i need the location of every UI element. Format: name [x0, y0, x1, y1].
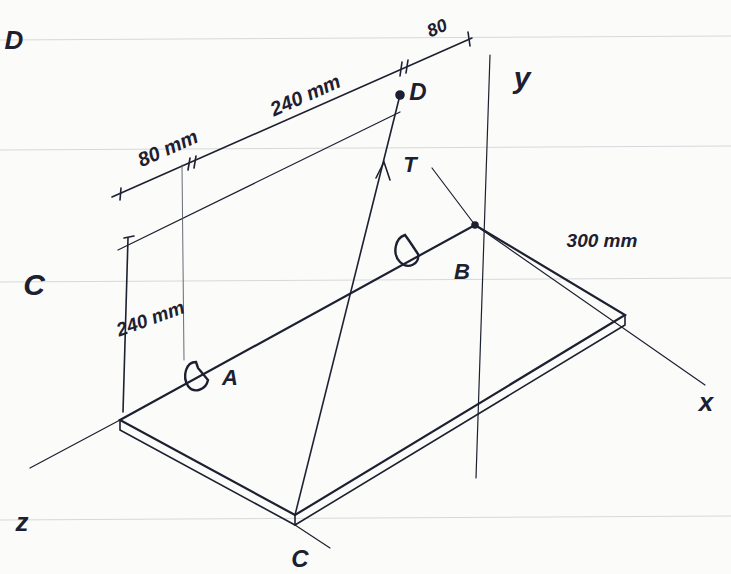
axis-label: y	[514, 63, 531, 93]
point-label: B	[454, 261, 470, 283]
point-label: D	[409, 80, 426, 104]
dimension-label: 300 mm	[567, 231, 638, 250]
point-label: A	[222, 367, 238, 389]
paper-rules	[0, 36, 731, 520]
axis-label: z	[16, 509, 29, 535]
dimension-label: 80	[424, 16, 450, 41]
margin-letter: D	[5, 27, 24, 53]
point-label: C	[291, 547, 308, 571]
axis-label: x	[699, 389, 713, 415]
dimension-label: 240 mm	[113, 297, 186, 339]
pen-lines	[30, 32, 705, 548]
dimension-label: 80 mm	[135, 126, 201, 170]
margin-letter: C	[23, 270, 45, 300]
force-label: T	[403, 154, 416, 176]
